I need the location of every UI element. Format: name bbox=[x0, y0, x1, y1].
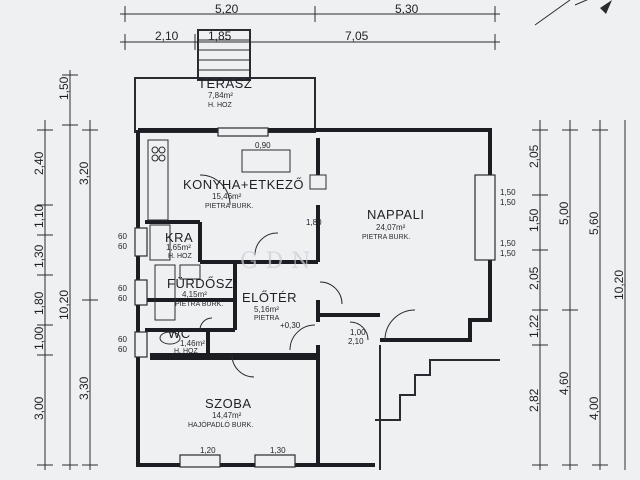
room-konyha-name: KONYHA+ETKEZŐ bbox=[183, 177, 304, 192]
room-szoba: SZOBA 14,47m² HAJÓPADLÓ BURK. bbox=[188, 396, 253, 429]
dim-top-inner-2: 1,85 bbox=[208, 29, 232, 43]
room-szoba-floor: HAJÓPADLÓ BURK. bbox=[188, 420, 253, 429]
room-szoba-name: SZOBA bbox=[205, 396, 252, 411]
win-dim-15: 1,20 bbox=[200, 446, 216, 455]
win-dim-6: 60 bbox=[118, 242, 127, 251]
room-nappali: NAPPALI 24,07m² PIETRA BURK. bbox=[362, 207, 424, 241]
win-dim-7: 60 bbox=[118, 284, 127, 293]
win-dim-2: 1,50 bbox=[500, 198, 516, 207]
win-dim-5: 60 bbox=[118, 232, 127, 241]
room-furdo: FÜRDŐSZ 4,15m² PIETRA BURK. bbox=[167, 276, 233, 308]
win-dim-13: 0,90 bbox=[255, 141, 271, 150]
win-dim-14: 1,80 bbox=[306, 218, 322, 227]
dim-left-outer-2: 10,20 bbox=[57, 290, 71, 320]
room-furdo-name: FÜRDŐSZ bbox=[167, 276, 233, 291]
stair-icon bbox=[197, 29, 251, 81]
room-wc-floor: H. HOZ bbox=[174, 348, 198, 355]
room-furdo-area: 4,15m² bbox=[182, 290, 207, 299]
dim-right-mid-1: 5,00 bbox=[557, 201, 571, 225]
dim-right-outer-2: 10,20 bbox=[612, 270, 626, 300]
window-icon bbox=[134, 127, 496, 468]
room-eloter-name: ELŐTÉR bbox=[242, 290, 297, 305]
dim-top-inner-3: 7,05 bbox=[345, 29, 369, 43]
dim-right-outer-1: 5,60 bbox=[587, 211, 601, 235]
dim-right-inner-2: 1,50 bbox=[527, 208, 541, 232]
room-nappali-area: 24,07m² bbox=[376, 223, 406, 232]
room-wc: WC 1,46m² H. HOZ bbox=[168, 326, 205, 355]
level-mark: +0,30 bbox=[280, 321, 301, 330]
room-nappali-floor: PIETRA BURK. bbox=[362, 234, 410, 241]
dim-right-inner-3: 2,05 bbox=[527, 266, 541, 290]
win-dim-10: 60 bbox=[118, 345, 127, 354]
win-dim-12: 2,10 bbox=[348, 337, 364, 346]
dim-right-inner-1: 2,05 bbox=[527, 144, 541, 168]
room-eloter-floor: PIETRA bbox=[254, 315, 280, 322]
room-kra-floor: H. HOZ bbox=[168, 253, 192, 260]
left-dimension-chains: 1,50 10,20 3,20 3,30 2,40 1,10 1,30 1,80… bbox=[32, 70, 98, 470]
room-szoba-area: 14,47m² bbox=[212, 411, 242, 420]
room-terasz-area: 7,84m² bbox=[208, 91, 233, 100]
win-dim-9: 60 bbox=[118, 335, 127, 344]
interior-walls bbox=[145, 138, 380, 360]
bathroom-fixtures bbox=[149, 224, 201, 345]
room-wc-area: 1,46m² bbox=[180, 339, 205, 348]
watermark-logo: GDN bbox=[240, 249, 318, 274]
room-kra-area: 1,65m² bbox=[166, 243, 191, 252]
room-wc-name: WC bbox=[168, 326, 191, 341]
win-dim-11: 1,00 bbox=[350, 328, 366, 337]
room-terasz-floor: H. HOZ bbox=[208, 102, 232, 109]
room-konyha-floor: PIETRA BURK. bbox=[205, 203, 253, 210]
dim-right-mid-2: 4,60 bbox=[557, 371, 571, 395]
window-dimension-labels: 1,50 1,50 1,50 1,50 60 60 60 60 60 60 1,… bbox=[118, 141, 516, 455]
win-dim-8: 60 bbox=[118, 294, 127, 303]
dim-left-inner-2: 1,10 bbox=[32, 204, 46, 228]
room-eloter: ELŐTÉR 5,16m² PIETRA +0,30 bbox=[242, 290, 301, 330]
room-eloter-area: 5,16m² bbox=[254, 305, 279, 314]
room-konyha-area: 15,46m² bbox=[212, 192, 242, 201]
kitchen-fixtures bbox=[147, 139, 327, 221]
win-dim-16: 1,30 bbox=[270, 446, 286, 455]
door-swing-icon bbox=[199, 174, 416, 378]
dim-top-right: 5,30 bbox=[395, 2, 419, 16]
win-dim-4: 1,50 bbox=[500, 249, 516, 258]
dim-left-outer-1: 1,50 bbox=[57, 76, 71, 100]
entrance-steps bbox=[375, 345, 500, 470]
room-konyha: KONYHA+ETKEZŐ 15,46m² PIETRA BURK. bbox=[183, 177, 304, 210]
dim-left-inner-5: 1,00 bbox=[32, 326, 46, 350]
win-dim-3: 1,50 bbox=[500, 239, 516, 248]
dim-left-inner-1: 2,40 bbox=[32, 151, 46, 175]
win-dim-1: 1,50 bbox=[500, 188, 516, 197]
dim-right-inner-4: 1,22 bbox=[527, 314, 541, 338]
dim-left-inner-3: 1,30 bbox=[32, 244, 46, 268]
room-kra-name: KRA bbox=[165, 230, 193, 245]
dim-right-inner-5: 2,82 bbox=[527, 388, 541, 412]
dim-left-mid-2: 3,30 bbox=[77, 376, 91, 400]
dim-left-mid-1: 3,20 bbox=[77, 161, 91, 185]
room-kra: KRA 1,65m² H. HOZ bbox=[165, 230, 193, 260]
dim-left-inner-4: 1,80 bbox=[32, 291, 46, 315]
north-arrow-icon bbox=[534, 0, 612, 26]
dim-top-inner-1: 2,10 bbox=[155, 29, 179, 43]
dim-top-left: 5,20 bbox=[215, 2, 239, 16]
room-terasz: TERASZ 7,84m² H. HOZ bbox=[198, 76, 252, 109]
right-dimension-chains: 2,05 1,50 2,05 1,22 2,82 5,00 4,60 5,60 … bbox=[527, 120, 626, 470]
room-nappali-name: NAPPALI bbox=[367, 207, 424, 222]
dim-left-inner-6: 3,00 bbox=[32, 396, 46, 420]
dim-right-outer-3: 4,00 bbox=[587, 396, 601, 420]
room-terasz-name: TERASZ bbox=[198, 76, 252, 91]
room-furdo-floor: PIETRA BURK. bbox=[175, 301, 223, 308]
